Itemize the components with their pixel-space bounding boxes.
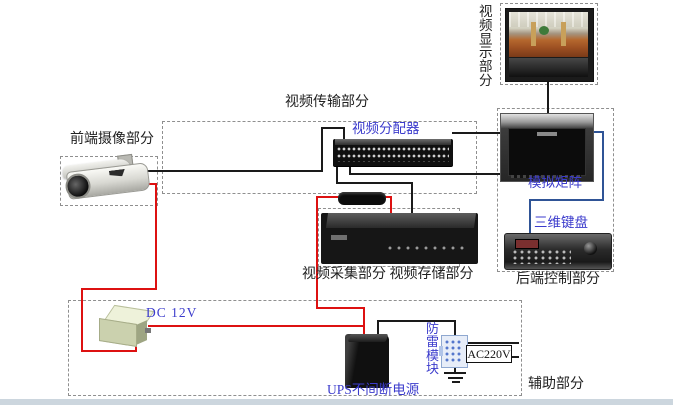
ups-device [345,334,389,388]
camera-section-label: 前端摄像部分 [70,132,154,147]
dvr-buttons [388,246,468,256]
matrix-latch [537,132,557,136]
lightning-module-label: 防雷模块 [426,321,440,376]
backend-control-section-label: 后端控制部分 [516,272,600,287]
wire-balun-right-h [384,196,392,198]
auxiliary-section-box [68,300,522,396]
wire-into-ups-v [363,307,365,338]
power-adapter-balun [338,192,386,205]
wire-surge-to-ground [454,363,456,373]
auxiliary-section-label: 辅助部分 [528,377,584,392]
wire-matrix-to-keyboard-h2 [529,199,604,201]
wire-camera-power-v2 [81,288,83,352]
monitor-screen-ceiling [509,12,588,28]
matrix-vent [511,175,581,178]
analog-matrix-label: 模拟矩阵 [528,175,582,190]
analog-matrix-device [500,113,594,182]
monitor-stand [509,58,588,77]
ac220v-label-box: AC220V [466,345,512,363]
bottom-edge-strip [0,399,673,405]
wire-balun-left-h [316,196,339,198]
display-section-box [500,3,598,85]
wire-ups-to-surge-h [377,320,456,322]
wire-distributor-to-matrix-lower-stub [349,163,351,175]
keyboard-joystick [584,242,597,255]
video-distributor-device [333,139,453,166]
video-distributor-label: 视频分配器 [352,121,420,136]
control-keyboard-device [504,233,612,270]
monitor-device [505,8,594,82]
camera-section-box [60,156,158,206]
backend-control-section-box [497,108,614,272]
ground-bar-3 [452,381,460,383]
wire-camera-to-distributor-v [321,127,323,172]
monitor-screen-pillar [531,22,536,46]
wire-matrix-to-keyboard-h1 [590,131,604,133]
wire-psu-to-ups [148,325,365,327]
wire-balun-to-ups-v [316,196,318,309]
wire-camera-to-distributor-drop [343,127,345,142]
wire-camera-to-distributor-h [100,170,323,172]
wire-balun-to-dvr-v [390,196,392,216]
wire-ups-to-surge-v2 [454,320,456,337]
ground-bar-1 [444,372,466,374]
psu-front-face [99,317,137,348]
dc12v-label: DC 12V [146,305,198,320]
wire-ac-line-top [464,342,519,344]
dvr-top [325,213,477,228]
wire-camera-power-h3 [81,350,137,352]
wire-monitor-to-matrix [547,79,549,117]
surge-module-tab [439,346,443,356]
monitor-screen [509,12,588,57]
lightning-protection-device [439,335,468,368]
wire-distributor-to-dvr-h [336,182,413,184]
display-section-label: 视频显示部分 [479,4,493,88]
monitor-screen-pillar [561,22,566,46]
monitor-screen-plant [539,26,549,35]
matrix-front-panel [508,128,586,176]
ups-label: UPS不间断电源 [327,382,420,397]
wire-camera-power-h1 [144,183,157,185]
distributor-bnc-ports [337,147,449,162]
transmission-section-box [162,121,477,194]
distributor-top [335,139,451,145]
psu-connector [145,328,151,333]
wire-distributor-to-dvr-v1 [336,163,338,184]
wire-balun-to-ups-h [316,307,365,309]
wire-matrix-to-keyboard-v2 [529,199,531,233]
wire-distributor-to-matrix-upper [452,132,506,134]
wire-camera-power-v1 [155,183,157,290]
dvr-device [321,213,478,264]
ups-top-face [347,334,389,342]
wire-matrix-to-keyboard-v1 [602,131,604,201]
capture-storage-section-label: 视频采集部分 视频存储部分 [302,267,474,282]
surge-module-cells [445,340,463,362]
wire-camera-power-h2 [81,288,157,290]
wire-distributor-to-matrix-lower [349,173,506,175]
wire-distributor-to-dvr-v2 [411,182,413,217]
keyboard-lcd [515,239,539,249]
transmission-section-label: 视频传输部分 [285,95,369,110]
keyboard-keys [513,250,571,264]
dvr-logo [331,235,347,240]
wire-camera-to-distributor-jog [321,127,345,129]
keyboard-3d-label: 三维键盘 [534,215,588,230]
ground-bar-2 [448,377,463,379]
dc12v-power-supply-device [96,304,155,350]
